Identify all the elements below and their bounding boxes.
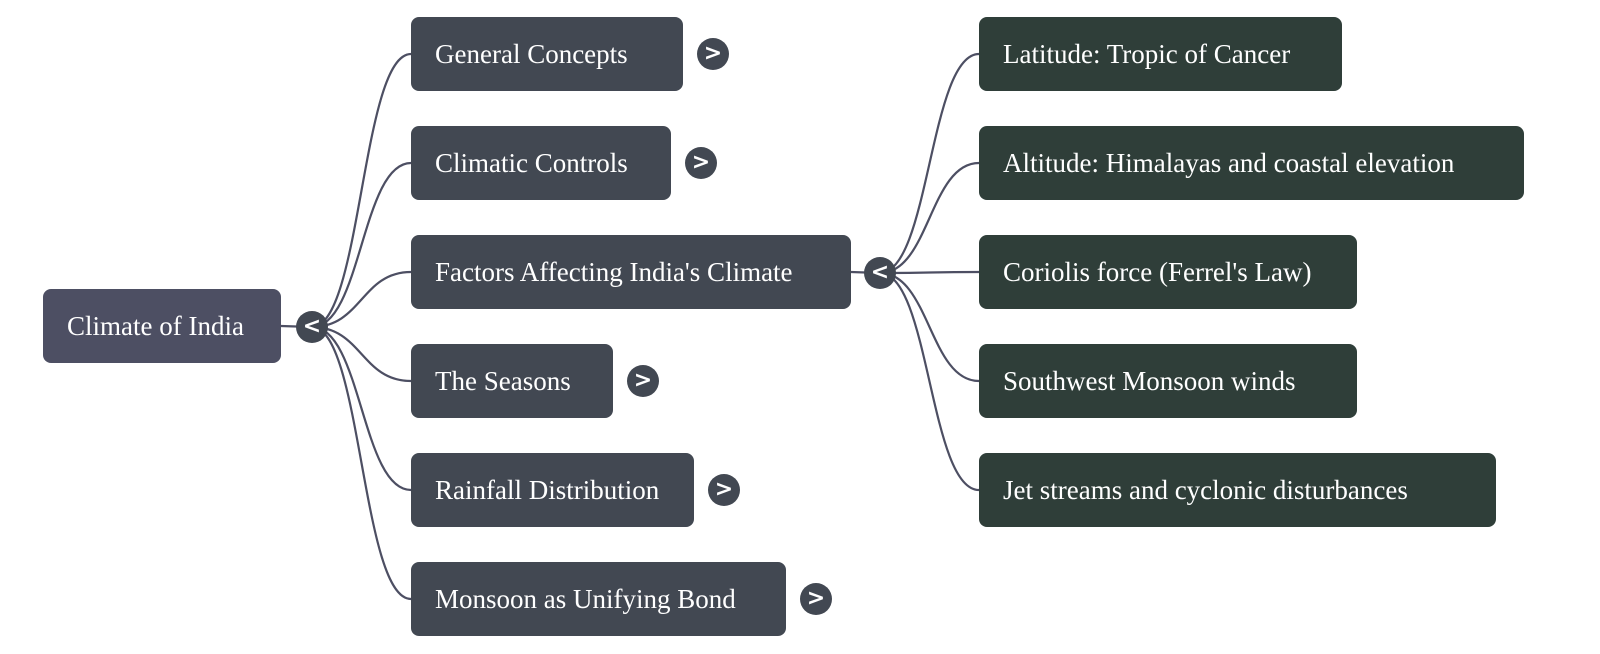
leaf-node-label: Coriolis force (Ferrel's Law) [1003, 257, 1312, 287]
connector-factors-to-leaf-0 [878, 52, 981, 275]
connector-root-to-branch-0 [310, 52, 413, 329]
branch-node-label: Climatic Controls [435, 148, 628, 178]
branch-node-label: Monsoon as Unifying Bond [435, 584, 736, 614]
branch-node-label: General Concepts [435, 39, 628, 69]
connector-factors-to-leaf-1 [878, 161, 981, 275]
branch-node-rainfall-distribution[interactable]: Rainfall Distribution [411, 453, 694, 527]
leaf-node-label: Altitude: Himalayas and coastal elevatio… [1003, 148, 1455, 178]
leaf-node-label: Southwest Monsoon winds [1003, 366, 1296, 396]
expand-toggle-monsoon-unifying-bond[interactable]: > [800, 583, 832, 615]
expand-toggle-climatic-controls[interactable]: > [685, 147, 717, 179]
expand-toggle-general-concepts[interactable]: > [697, 38, 729, 70]
branch-node-the-seasons[interactable]: The Seasons [411, 344, 613, 418]
branch-node-label: The Seasons [435, 366, 571, 396]
connector-root-to-branch-4 [310, 325, 413, 492]
branch-node-monsoon-unifying-bond[interactable]: Monsoon as Unifying Bond [411, 562, 786, 636]
connector-factors-to-leaf-4 [878, 271, 981, 492]
branch-node-label: Rainfall Distribution [435, 475, 660, 505]
connector-root-to-branch-5 [310, 325, 413, 601]
leaf-node-altitude[interactable]: Altitude: Himalayas and coastal elevatio… [979, 126, 1524, 200]
root-node-label: Climate of India [67, 311, 244, 341]
leaf-node-label: Latitude: Tropic of Cancer [1003, 39, 1291, 69]
root-node[interactable]: Climate of India [43, 289, 281, 363]
collapse-toggle-factors-affecting-climate[interactable]: < [864, 257, 896, 289]
branch-node-label: Factors Affecting India's Climate [435, 257, 793, 287]
leaf-node-label: Jet streams and cyclonic disturbances [1003, 475, 1408, 505]
connector-factors-to-leaf-3 [878, 271, 981, 383]
leaf-node-latitude[interactable]: Latitude: Tropic of Cancer [979, 17, 1342, 91]
leaf-node-coriolis-force[interactable]: Coriolis force (Ferrel's Law) [979, 235, 1357, 309]
branch-node-general-concepts[interactable]: General Concepts [411, 17, 683, 91]
expand-toggle-the-seasons[interactable]: > [627, 365, 659, 397]
connector-root-to-branch-1 [310, 161, 413, 329]
leaf-node-jet-streams[interactable]: Jet streams and cyclonic disturbances [979, 453, 1496, 527]
branch-node-factors-affecting-climate[interactable]: Factors Affecting India's Climate [411, 235, 851, 309]
branch-node-climatic-controls[interactable]: Climatic Controls [411, 126, 671, 200]
leaf-node-southwest-monsoon[interactable]: Southwest Monsoon winds [979, 344, 1357, 418]
expand-toggle-rainfall-distribution[interactable]: > [708, 474, 740, 506]
collapse-toggle-root[interactable]: < [296, 311, 328, 343]
